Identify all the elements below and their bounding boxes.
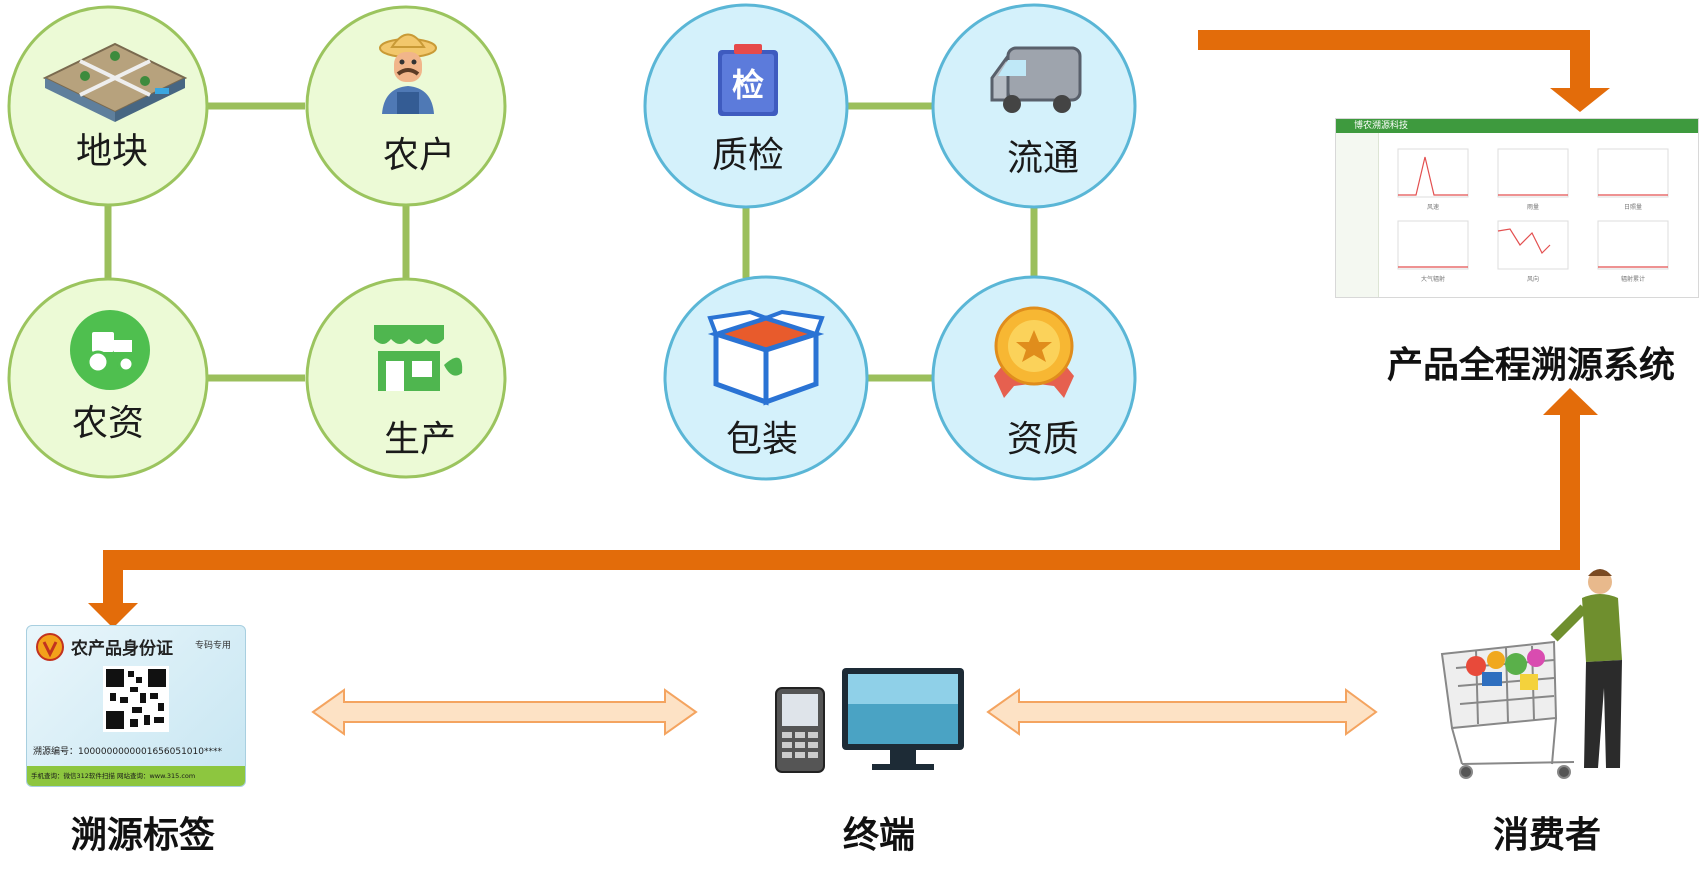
farmer-icon [379,33,437,114]
system-screenshot: 博农溯源科技 风速 雨量 日照量 大 [1335,118,1699,298]
mini-chart-caption-2: 雨量 [1527,204,1539,211]
delivery-truck-icon [990,46,1082,113]
monitor-icon [842,668,964,770]
process-cluster: 检 [643,3,1137,481]
system-label: 产品全程溯源系统 [1386,345,1676,386]
trace-card-title: 农产品身份证 [71,639,173,659]
trace-card-subtitle: 专码专用 [195,641,232,651]
node-label-inspection: 质检 [711,135,785,176]
inspection-icon-text: 检 [732,66,764,104]
shopper-person [1550,569,1622,768]
mini-chart-2 [1497,148,1569,198]
node-label-supplies: 农资 [71,403,145,444]
qr-code-icon [103,666,169,732]
node-label-logistics: 流通 [1006,138,1080,179]
trace-card-number: 溯源编号：1000000000001656051010**** [33,747,222,757]
mini-chart-caption-3: 日照量 [1624,204,1642,211]
arrow-system-to-label [88,388,1598,628]
mini-chart-caption-6: 辐射累计 [1621,275,1645,283]
node-label-production: 生产 [383,419,457,460]
mini-chart-6 [1597,220,1669,270]
package-box-icon [707,309,825,406]
node-circle-logistics [931,3,1137,209]
mini-chart-caption-4: 大气辐射 [1421,275,1445,283]
mini-chart-caption-1: 风速 [1427,204,1439,211]
trace-card-emblem [36,633,64,661]
node-label-land: 地块 [75,131,149,172]
system-window-header: 博农溯源科技 [1336,119,1698,133]
node-label-qualification: 资质 [1006,419,1080,460]
farm-cluster [7,5,507,479]
greenhouse-icon [374,325,463,391]
terminal-caption: 终端 [842,815,916,856]
system-mini-charts: 风速 雨量 日照量 大气辐射 风向 辐射累计 [1397,148,1669,283]
node-label-farmer: 农户 [382,135,456,176]
system-sidebar [1336,133,1379,297]
consumer-figure [1440,569,1622,779]
trace-label-caption: 溯源标签 [70,815,216,856]
arrow-to-system [1198,30,1610,112]
double-arrow-terminal-consumer [986,688,1378,736]
trace-card-footer: 手机查询：微信312软件扫描 网站查询：www.315.com [27,766,245,786]
terminal-devices [775,668,964,773]
mini-chart-3 [1597,148,1669,198]
double-arrow-label-terminal [311,688,698,736]
mini-chart-5 [1497,220,1569,270]
system-window-title: 博农溯源科技 [1354,121,1409,131]
consumer-caption: 消费者 [1492,815,1602,856]
groceries [1466,649,1545,690]
trace-label-card: 农产品身份证 专码专用 溯源编号：1000000000001656051010*… [26,625,246,787]
node-label-packaging: 包装 [725,419,799,460]
certificate-medal-icon [994,306,1074,398]
mini-chart-4 [1397,220,1469,270]
inspection-icon: 检 [718,44,778,116]
mobile-phone-icon [775,687,825,773]
land-plot-icon [42,42,188,122]
mini-chart-caption-5: 风向 [1527,275,1539,283]
mini-chart-1 [1397,148,1469,198]
farm-links [104,102,410,382]
tractor-icon [70,310,150,390]
